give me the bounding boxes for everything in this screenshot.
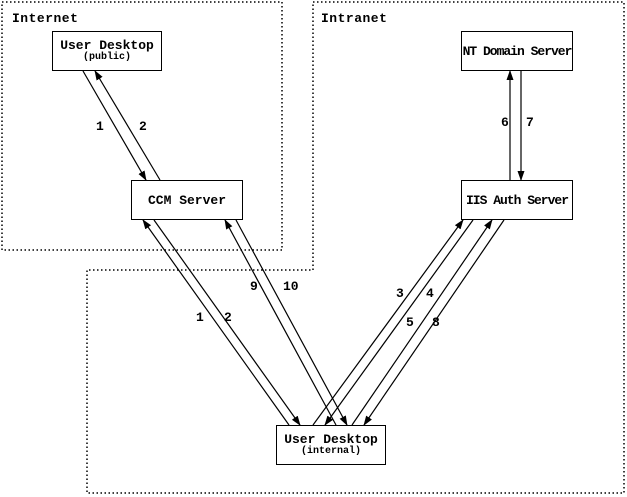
edge-5-internal-desktop-to-iis — [351, 219, 493, 426]
edge-10-ccm-to-internal-desktop — [235, 219, 348, 426]
node-iis-auth-server-label: IIS Auth Server — [465, 192, 569, 208]
edge-2-ccm-to-internal-desktop — [153, 219, 301, 426]
node-user-desktop-public-sublabel: (public) — [82, 52, 131, 63]
zone-label-intranet: Intranet — [321, 11, 388, 26]
edge-label-2-internal: 2 — [224, 310, 232, 325]
edge-label-1-internal: 1 — [196, 310, 204, 325]
edge-label-6: 6 — [501, 115, 509, 130]
edge-label-1-public: 1 — [96, 119, 104, 134]
node-nt-domain-server-label: NT Domain Server — [462, 43, 573, 59]
edge-2-ccm-to-public-desktop — [94, 70, 161, 181]
intranet-and-internal-zone-border — [86, 1, 625, 494]
node-ccm-server: CCM Server — [131, 180, 243, 220]
node-ccm-server-label: CCM Server — [147, 192, 226, 208]
edge-label-7: 7 — [526, 115, 534, 130]
edge-1-public-desktop-to-ccm — [82, 70, 147, 181]
edge-9-internal-desktop-to-ccm — [224, 219, 337, 426]
edge-1-internal-desktop-to-ccm — [142, 219, 290, 426]
edge-label-2-public: 2 — [139, 119, 147, 134]
edge-label-10: 10 — [283, 279, 299, 294]
edge-label-3: 3 — [396, 286, 404, 301]
internet-zone-border — [1, 1, 283, 251]
edge-3-internal-desktop-to-iis — [312, 219, 464, 426]
node-user-desktop-internal-sublabel: (internal) — [300, 446, 361, 457]
node-user-desktop-public-label: User Desktop — [60, 38, 154, 53]
edge-label-4: 4 — [426, 286, 434, 301]
edge-label-8: 8 — [432, 315, 440, 330]
edge-label-9: 9 — [250, 279, 258, 294]
node-iis-auth-server: IIS Auth Server — [461, 180, 573, 220]
node-user-desktop-public: User Desktop (public) — [52, 31, 162, 71]
zone-label-internet: Internet — [12, 11, 79, 26]
node-nt-domain-server: NT Domain Server — [461, 31, 573, 71]
edge-8-iis-to-internal-desktop — [363, 219, 505, 426]
node-user-desktop-internal-label: User Desktop — [284, 432, 378, 447]
edge-4-iis-to-internal-desktop — [324, 219, 474, 426]
edge-label-5: 5 — [406, 315, 414, 330]
node-user-desktop-internal: User Desktop (internal) — [276, 425, 386, 465]
